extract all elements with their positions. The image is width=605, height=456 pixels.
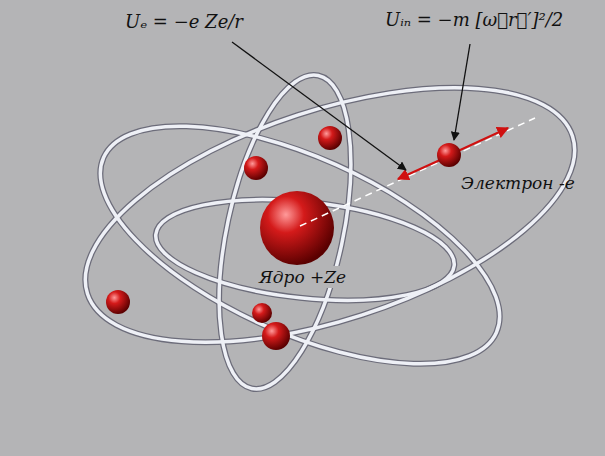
radius-line [300, 118, 535, 226]
formula-label: Uᵢₙ = −m [ω⃗r⃗′]²/2 [382, 8, 566, 32]
leader-line [454, 44, 470, 140]
electron-label: Электрон -e [458, 172, 578, 194]
leader-line [232, 42, 406, 170]
nucleus-label: Ядро +Ze [256, 266, 349, 288]
nucleus [260, 191, 334, 265]
formula-label: Uₑ = −e Ze/r [122, 10, 246, 34]
force-arrow [458, 128, 508, 151]
orbits [55, 36, 605, 413]
electrons [106, 126, 461, 350]
